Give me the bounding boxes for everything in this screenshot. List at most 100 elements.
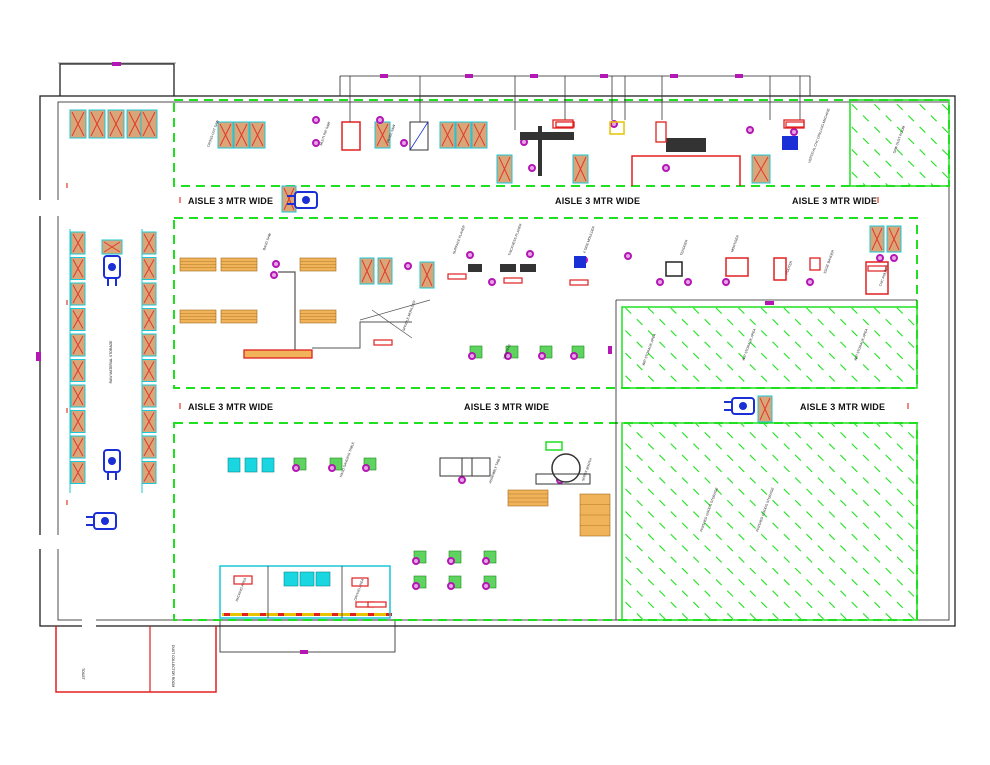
- forklift-icon: [86, 512, 117, 530]
- operator-head: [490, 280, 494, 284]
- operator-head: [724, 280, 728, 284]
- forklift-seat: [739, 402, 747, 410]
- zone-label: MULTI RIP SAW: [319, 120, 332, 146]
- pallet-cross: [473, 123, 486, 147]
- operator-head: [664, 166, 668, 170]
- zone-label: VERTICAL CNC DRILLING MACHINE: [807, 107, 831, 163]
- operator-icon: [610, 120, 618, 128]
- zone-label: CNC ROUTER: [878, 264, 890, 287]
- pallet-cross: [72, 361, 84, 380]
- zone-label: SPINDLE MOULDER: [402, 299, 417, 331]
- machine-box: [341, 121, 361, 151]
- operator-head: [294, 466, 298, 470]
- operator-head: [484, 584, 488, 588]
- pallet-cross: [143, 233, 155, 253]
- operator-head: [406, 264, 410, 268]
- machine-outlines: [219, 76, 889, 619]
- operator-head: [470, 354, 474, 358]
- planer-machine: [500, 264, 516, 272]
- work-table: [299, 257, 337, 272]
- operator-head: [612, 122, 616, 126]
- pallet-cross: [143, 437, 155, 457]
- operator-head: [449, 584, 453, 588]
- packing-stripe-mark: [278, 613, 284, 616]
- spray-booth-base: [535, 473, 591, 485]
- operator-head: [792, 130, 796, 134]
- pallet: [439, 121, 456, 149]
- forklift-icon: [724, 397, 755, 415]
- aisle-label: AISLE 3 MTR WIDE: [800, 402, 885, 412]
- operator-icon: [662, 164, 670, 172]
- forklift-seat: [302, 196, 310, 204]
- zone-label: SANDING: [503, 343, 512, 359]
- pallet: [70, 257, 86, 280]
- pallet: [70, 461, 86, 484]
- pallet-cross: [235, 123, 248, 147]
- operator-head: [686, 280, 690, 284]
- forklift-icon: [287, 191, 318, 209]
- pallet: [419, 261, 435, 289]
- pallet: [141, 435, 157, 459]
- pallet: [886, 225, 902, 253]
- operator-icon: [504, 352, 512, 360]
- pallet-cross: [759, 397, 771, 421]
- pallet: [377, 257, 393, 285]
- machine-box: [655, 121, 667, 143]
- packing-stripe-mark: [296, 613, 302, 616]
- pallet-cross: [143, 386, 155, 406]
- work-table: [299, 309, 337, 324]
- packing-stripe-mark: [314, 613, 320, 616]
- machine-box: [243, 349, 313, 359]
- operator-icon: [624, 252, 632, 260]
- blue-machine: [782, 136, 798, 150]
- operator-icon: [412, 557, 420, 565]
- machine-box: [439, 457, 491, 477]
- machine-box: [773, 257, 787, 281]
- pallet-cross: [143, 412, 155, 431]
- pallet-cross: [143, 361, 155, 380]
- aisle-label: AISLE 3 MTR WIDE: [188, 196, 273, 206]
- pallet: [70, 359, 86, 382]
- pallet-cross: [72, 284, 84, 304]
- saw-machine: [666, 138, 706, 152]
- pallet: [70, 333, 86, 357]
- pallet: [101, 239, 123, 255]
- pallet: [751, 154, 771, 184]
- pallet-cross: [421, 263, 433, 287]
- pallet: [496, 154, 513, 184]
- pallet: [141, 461, 157, 484]
- work-table: [179, 309, 217, 324]
- zone-label: 4 SIDE MOULDER: [582, 225, 596, 254]
- operator-icon: [538, 352, 546, 360]
- work-table: [220, 257, 258, 272]
- hatched-area-mid-right: [621, 306, 918, 389]
- pallet: [471, 121, 488, 149]
- operator-head: [364, 466, 368, 470]
- planer-machine: [468, 264, 482, 272]
- pallet: [141, 282, 157, 306]
- zone-label: PANEL SAW: [386, 123, 397, 143]
- machine-tag: [785, 121, 805, 128]
- pallet-cross: [361, 259, 373, 283]
- packing-stripe-mark: [260, 613, 266, 616]
- pallet-cross: [143, 284, 155, 304]
- pallet-cross: [128, 111, 142, 137]
- pallet-cross: [574, 156, 587, 182]
- planer-machine: [520, 264, 536, 272]
- hatched-storage-areas: [621, 99, 950, 621]
- cyan-table: [244, 457, 258, 473]
- pallet: [249, 121, 266, 149]
- operator-icon: [746, 126, 754, 134]
- operator-head: [314, 141, 318, 145]
- operator-icon: [526, 250, 534, 258]
- pallet-cross: [90, 111, 104, 137]
- pallet-cross: [498, 156, 511, 182]
- operator-head: [540, 354, 544, 358]
- pallet: [70, 384, 86, 408]
- packing-stripe-mark: [350, 613, 356, 616]
- pallet-cross: [72, 233, 84, 253]
- operator-head: [449, 559, 453, 563]
- hatched-area-top-right: [849, 99, 950, 187]
- pallet-cross: [251, 123, 264, 147]
